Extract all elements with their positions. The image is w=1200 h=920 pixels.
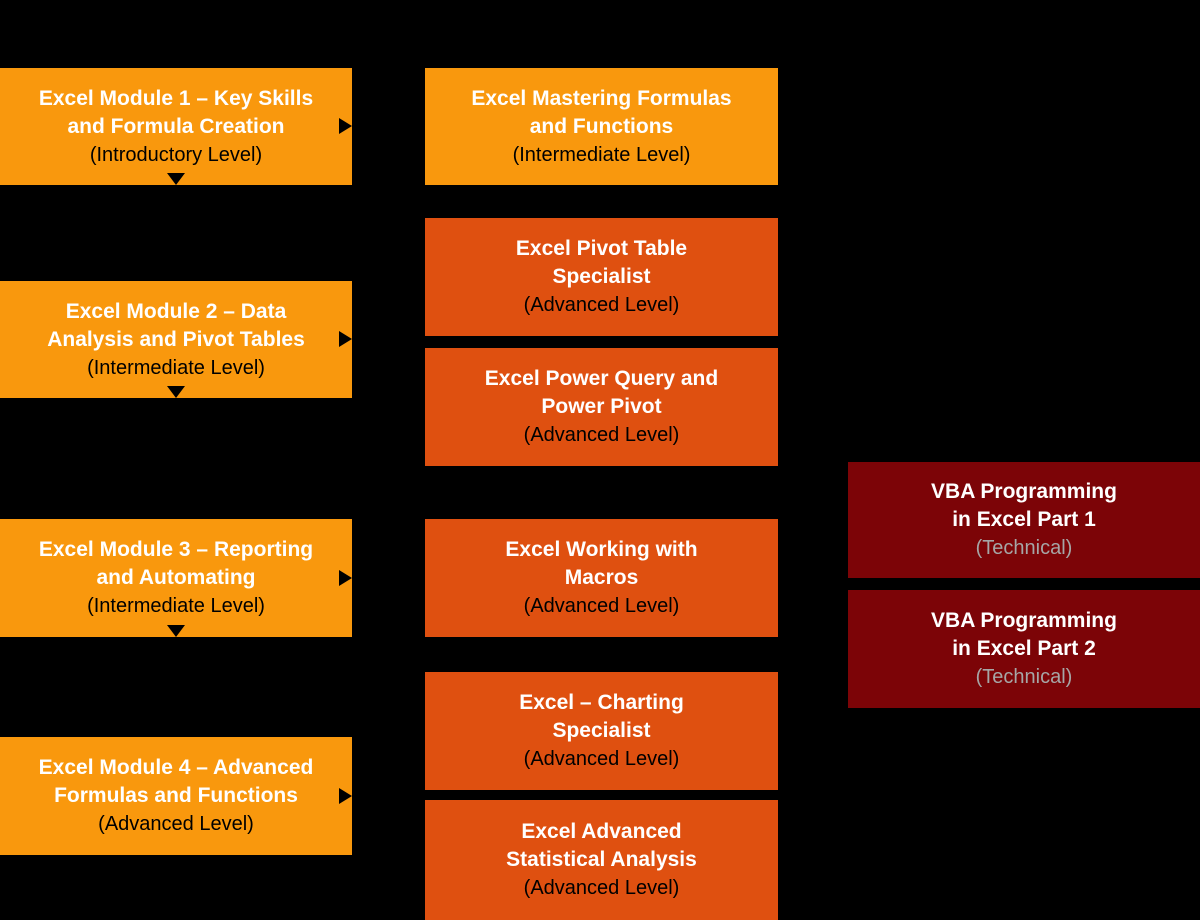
course-box-excel-module-3: Excel Module 3 – Reporting and Automatin… [0, 519, 352, 637]
course-box-power-query-power-pivot: Excel Power Query and Power Pivot (Advan… [425, 348, 778, 466]
course-level: (Advanced Level) [523, 877, 680, 899]
course-title: VBA Programming in Excel Part 2 [931, 609, 1117, 660]
course-level: (Advanced Level) [523, 595, 680, 617]
course-box-vba-part-1: VBA Programming in Excel Part 1 (Technic… [848, 462, 1200, 578]
course-level: (Advanced Level) [98, 813, 254, 835]
course-box-vba-part-2: VBA Programming in Excel Part 2 (Technic… [848, 590, 1200, 708]
course-title: Excel Module 1 – Key Skills and Formula … [38, 86, 314, 138]
course-title: Excel Module 3 – Reporting and Automatin… [38, 538, 314, 589]
course-level: (Intermediate Level) [512, 143, 691, 166]
arrowhead-down-icon [167, 386, 185, 398]
course-level: (Intermediate Level) [87, 595, 265, 617]
course-box-excel-module-4: Excel Module 4 – Advanced Formulas and F… [0, 737, 352, 855]
arrowhead-down-icon [167, 625, 185, 637]
course-box-pivot-table-specialist: Excel Pivot Table Specialist (Advanced L… [425, 218, 778, 336]
course-level: (Introductory Level) [89, 143, 263, 166]
course-box-excel-module-1: Excel Module 1 – Key Skills and Formula … [0, 68, 352, 185]
course-title: Excel Module 2 – Data Analysis and Pivot… [47, 299, 305, 351]
course-title: VBA Programming in Excel Part 1 [931, 480, 1117, 531]
course-box-excel-module-2: Excel Module 2 – Data Analysis and Pivot… [0, 281, 352, 398]
course-box-charting-specialist: Excel – Charting Specialist (Advanced Le… [425, 672, 778, 790]
arrowhead-right-icon [339, 570, 352, 586]
course-level: (Intermediate Level) [87, 356, 265, 379]
course-level: (Advanced Level) [523, 294, 680, 316]
course-title: Excel Power Query and Power Pivot [484, 367, 719, 418]
arrowhead-right-icon [339, 788, 352, 804]
course-title: Excel Mastering Formulas and Functions [471, 86, 732, 138]
course-title: Excel Working with Macros [505, 538, 698, 589]
course-level: (Advanced Level) [523, 424, 680, 446]
course-box-mastering-formulas: Excel Mastering Formulas and Functions (… [425, 68, 778, 185]
arrowhead-down-icon [167, 173, 185, 185]
course-level: (Advanced Level) [523, 748, 680, 770]
course-title: Excel Advanced Statistical Analysis [506, 820, 697, 871]
course-box-working-with-macros: Excel Working with Macros (Advanced Leve… [425, 519, 778, 637]
course-box-advanced-statistical-analysis: Excel Advanced Statistical Analysis (Adv… [425, 800, 778, 920]
course-title: Excel – Charting Specialist [519, 691, 684, 742]
course-title: Excel Pivot Table Specialist [515, 237, 688, 288]
arrowhead-right-icon [339, 118, 352, 134]
course-level: (Technical) [975, 666, 1073, 688]
course-title: Excel Module 4 – Advanced Formulas and F… [38, 756, 314, 807]
arrowhead-right-icon [339, 331, 352, 347]
course-level: (Technical) [975, 537, 1073, 559]
